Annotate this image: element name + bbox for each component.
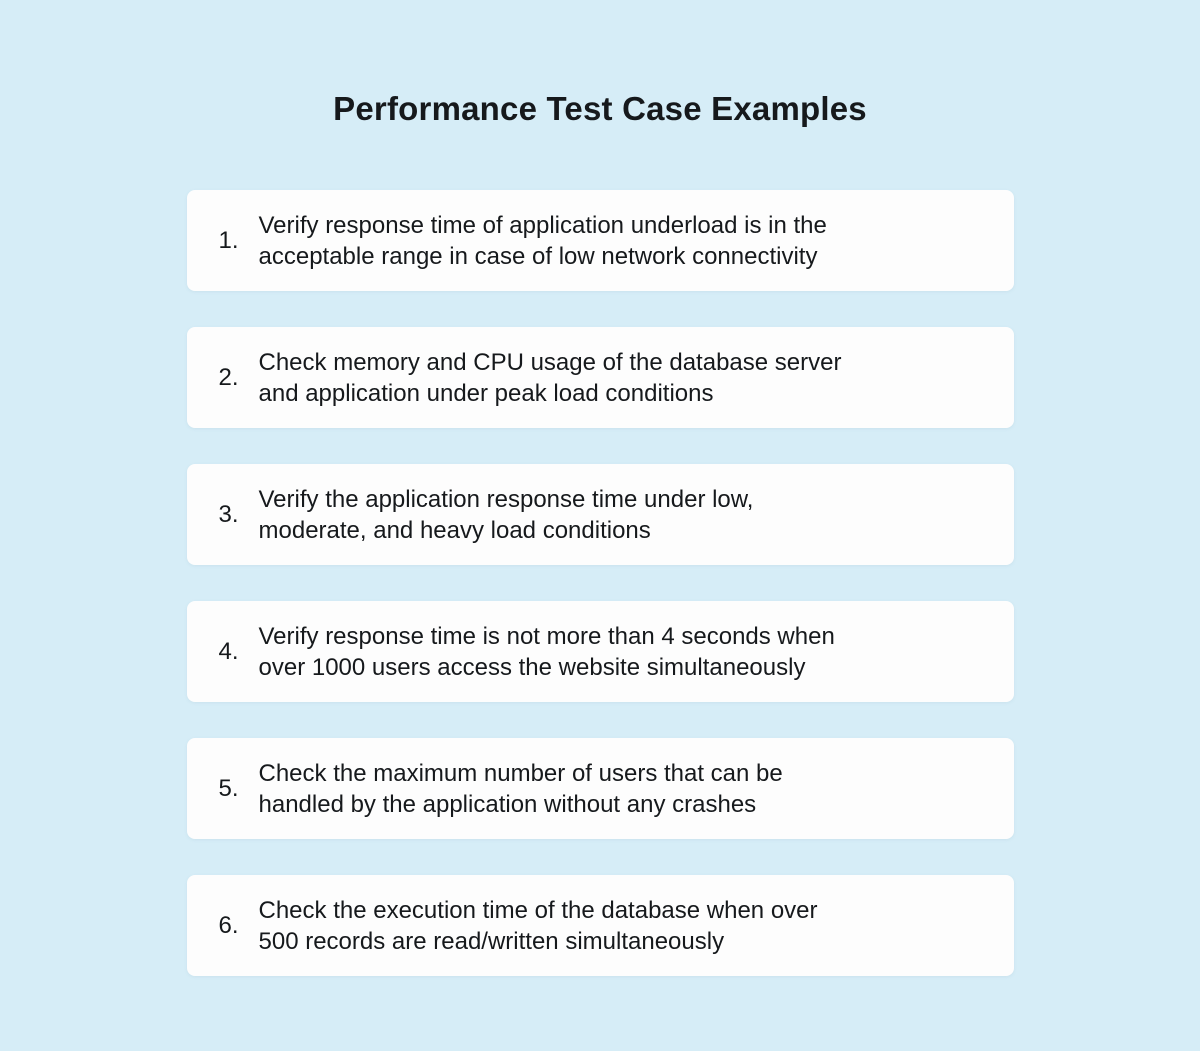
case-text: Verify the application response time und… <box>259 484 988 546</box>
case-text-line: Check memory and CPU usage of the databa… <box>258 348 842 376</box>
case-text: Verify response time is not more than 4 … <box>259 621 988 683</box>
test-case-list: 1. Verify response time of application u… <box>186 190 1014 976</box>
case-text-line: over 1000 users access the website simul… <box>258 653 806 681</box>
test-case-card-2: 2. Check memory and CPU usage of the dat… <box>186 327 1014 428</box>
case-text: Check memory and CPU usage of the databa… <box>259 347 988 409</box>
case-text-line: and application under peak load conditio… <box>258 379 714 407</box>
test-case-card-5: 5. Check the maximum number of users tha… <box>186 738 1014 839</box>
case-number: 1. <box>218 226 239 254</box>
test-case-card-1: 1. Verify response time of application u… <box>186 190 1014 291</box>
case-text: Check the execution time of the database… <box>259 895 988 957</box>
case-text-line: acceptable range in case of low network … <box>258 242 818 270</box>
case-number: 5. <box>218 774 239 802</box>
case-text: Check the maximum number of users that c… <box>259 758 988 820</box>
case-text-line: 500 records are read/written simultaneou… <box>258 927 725 955</box>
test-case-card-4: 4. Verify response time is not more than… <box>186 601 1014 702</box>
case-text-line: Verify response time of application unde… <box>258 211 827 239</box>
case-text-line: moderate, and heavy load conditions <box>258 516 651 544</box>
test-case-card-3: 3. Verify the application response time … <box>186 464 1014 565</box>
test-case-card-6: 6. Check the execution time of the datab… <box>186 875 1014 976</box>
case-number: 4. <box>218 637 239 665</box>
page-title: Performance Test Case Examples <box>333 90 867 127</box>
case-text-line: Verify response time is not more than 4 … <box>258 622 835 650</box>
case-text-line: Verify the application response time und… <box>258 485 754 513</box>
case-number: 6. <box>218 911 239 939</box>
case-text-line: handled by the application without any c… <box>258 790 757 818</box>
case-text-line: Check the execution time of the database… <box>258 896 818 924</box>
case-number: 2. <box>218 363 239 391</box>
case-number: 3. <box>218 500 239 528</box>
case-text-line: Check the maximum number of users that c… <box>258 759 783 787</box>
case-text: Verify response time of application unde… <box>259 210 988 272</box>
